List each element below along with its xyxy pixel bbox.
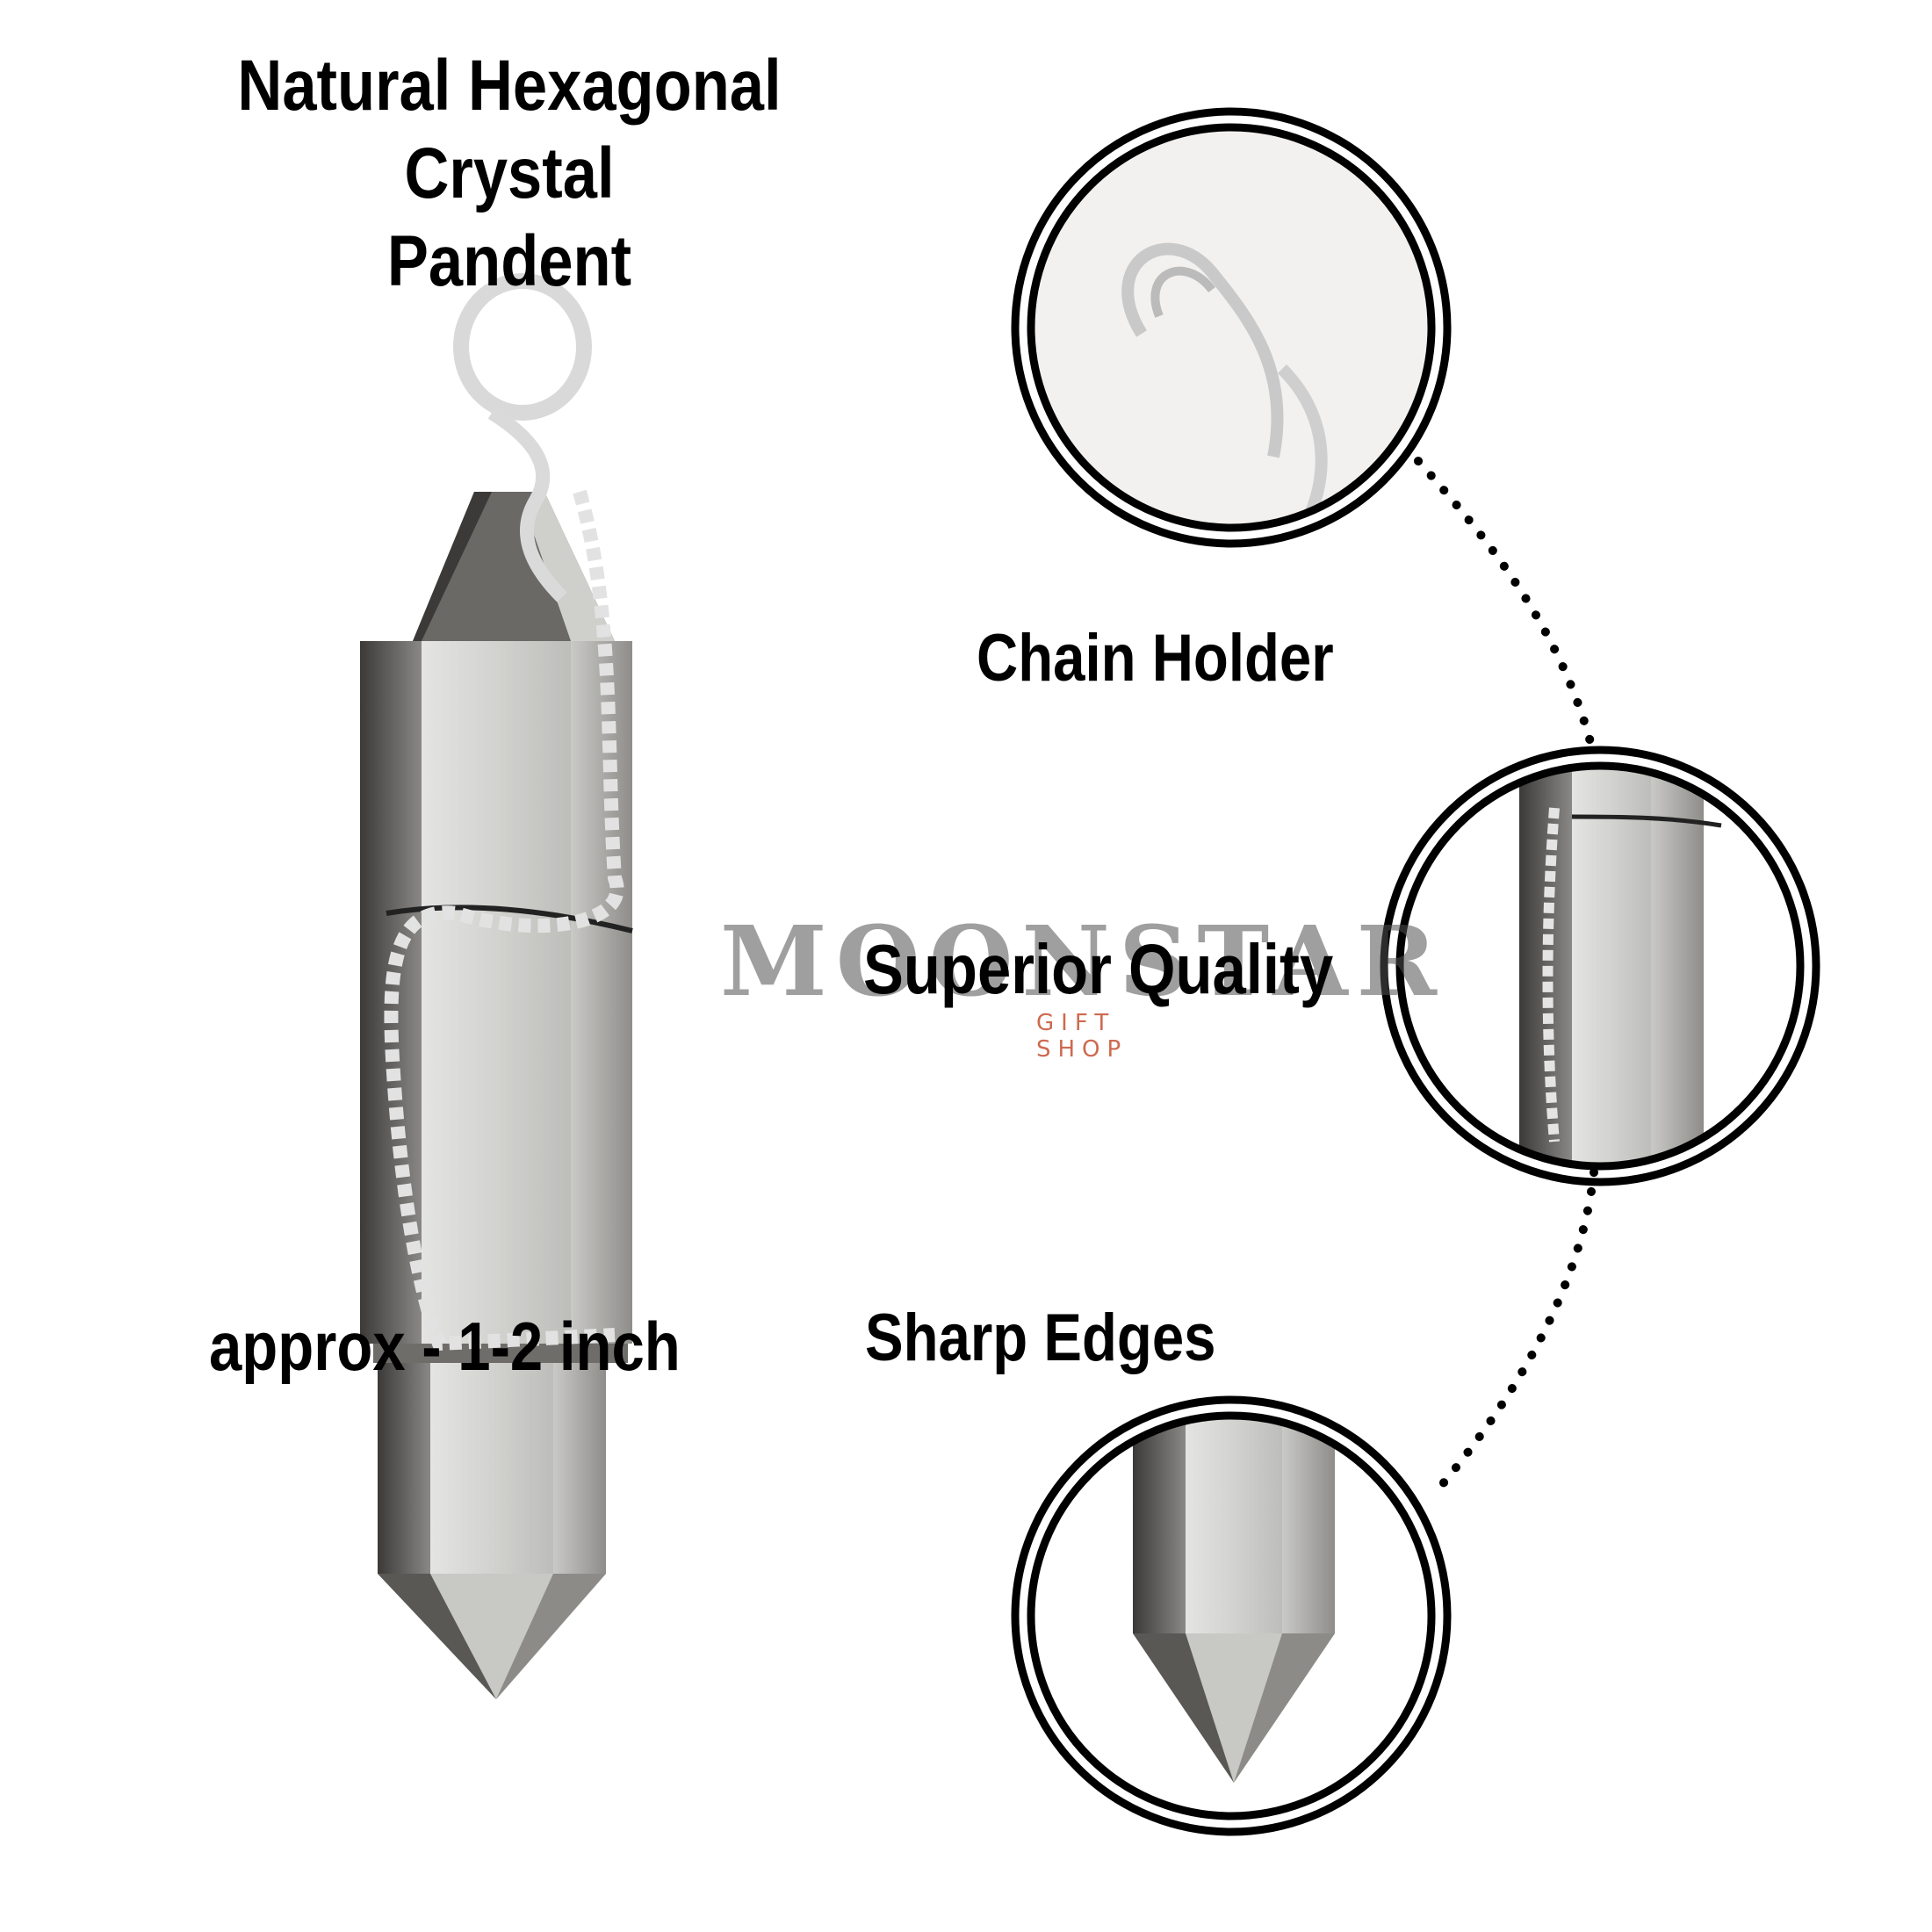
zoom-circle-chain-holder [1011, 107, 1452, 548]
size-label: approx - 1-2 inch [209, 1308, 681, 1385]
superior-quality-label: Superior Quality [863, 930, 1334, 1008]
brand-watermark: MOONSTAR GIFT SHOP [720, 905, 1437, 1063]
crystal-pendant-image [360, 273, 633, 1699]
page-title: Natural Hexagonal Crystal Pandent [123, 42, 896, 306]
brand-watermark-text: MOONSTAR [720, 905, 1445, 1018]
title-line-2: Pandent [386, 221, 632, 301]
zoom-circle-sharp-edges [1011, 1395, 1452, 1836]
dotted-connector-bottom [1427, 1168, 1598, 1502]
brand-watermark-subtitle: GIFT SHOP [1036, 1010, 1128, 1063]
title-line-1: Natural Hexagonal Crystal [237, 46, 782, 213]
dotted-connector-top [1414, 457, 1598, 760]
chain-holder-label: Chain Holder [977, 621, 1334, 696]
zoom-circle-superior-quality [1380, 746, 1820, 1186]
sharp-edges-label: Sharp Edges [865, 1301, 1216, 1375]
